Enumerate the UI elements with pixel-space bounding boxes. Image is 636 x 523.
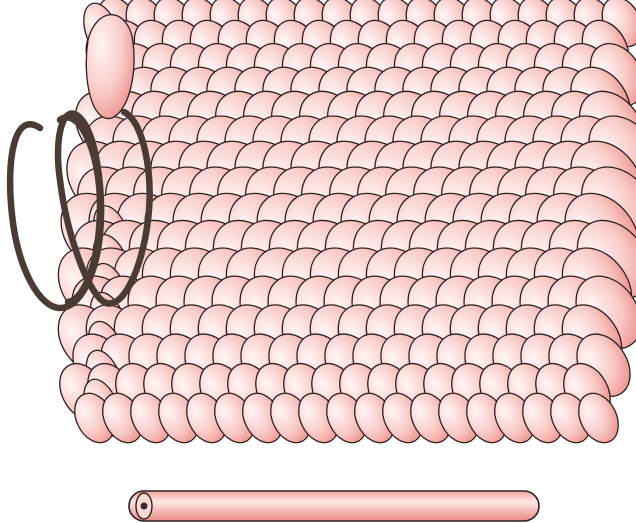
virus-rod — [129, 491, 539, 521]
rod-body — [129, 491, 539, 521]
rod-end-hole — [141, 503, 148, 510]
capsid-cylinder — [44, 0, 636, 449]
